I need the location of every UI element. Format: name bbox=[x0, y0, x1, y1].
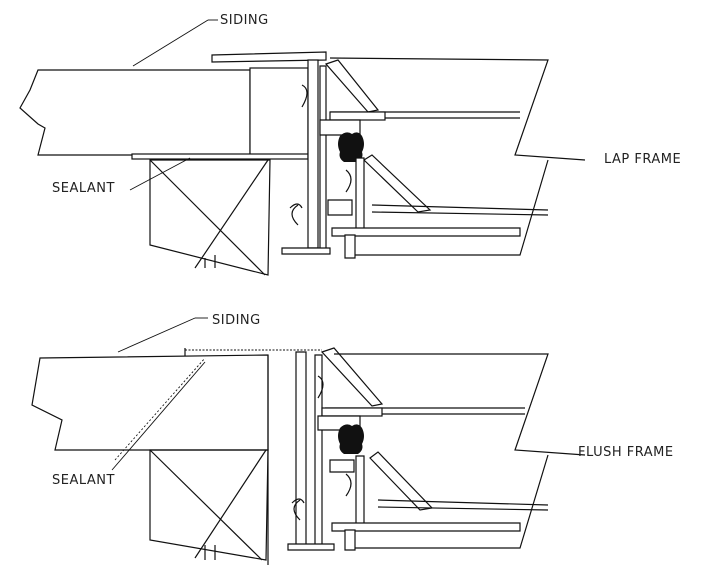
stud-block-top bbox=[149, 159, 271, 276]
sealant-label-top: SEALANT bbox=[52, 181, 115, 196]
lap-frame-detail bbox=[19, 19, 586, 276]
sealant-label-bottom: SEALANT bbox=[52, 473, 115, 488]
siding-leader-top bbox=[132, 19, 209, 67]
pile-weatherstrip-bottom bbox=[338, 424, 364, 454]
siding-board-top bbox=[19, 69, 251, 156]
siding-leader-bottom bbox=[117, 317, 196, 353]
siding-face-top bbox=[249, 67, 309, 157]
stud-block-bottom bbox=[149, 449, 269, 561]
sealant-strip-top bbox=[131, 153, 309, 160]
siding-label-bottom: SIDING bbox=[212, 313, 261, 328]
siding-label-top: SIDING bbox=[220, 13, 269, 28]
siding-board-bottom bbox=[31, 354, 269, 451]
flush-frame-detail bbox=[31, 317, 586, 565]
lap-frame-label: LAP FRAME bbox=[604, 152, 681, 167]
pile-weatherstrip-top bbox=[338, 132, 364, 162]
flush-frame-label: FLUSH FRAME bbox=[578, 445, 674, 460]
sealant-leader-bottom bbox=[111, 361, 206, 471]
sealant-leader-top bbox=[129, 157, 191, 191]
